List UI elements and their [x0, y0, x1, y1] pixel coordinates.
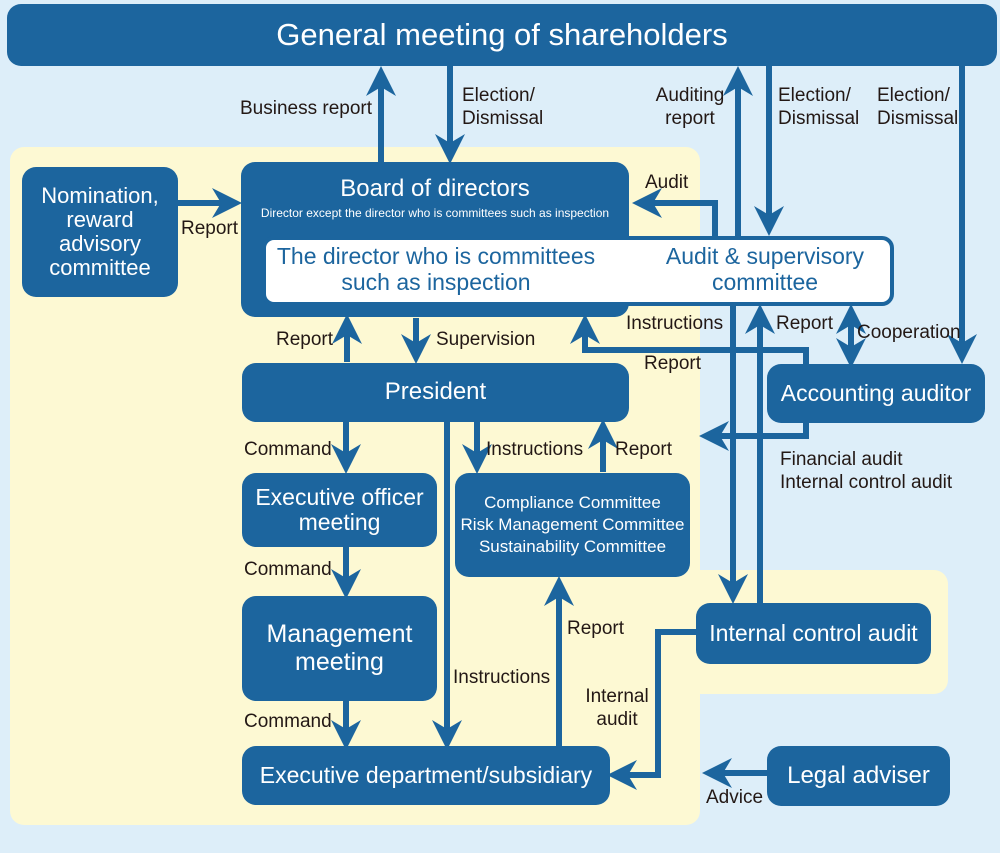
nomination-line-4: committee [49, 255, 151, 281]
label-internal-audit-1: Internal [585, 686, 649, 707]
president-label: President [384, 378, 487, 406]
nomination-line-1: Nomination, [41, 182, 159, 208]
label-auditing-report: Auditing report [650, 85, 730, 131]
label-report-exec: Report [567, 618, 625, 639]
label-election-audit-2: Dismissal [778, 107, 860, 129]
label-instructions-exec: Instructions [453, 667, 551, 688]
label-internal-audit: Internal audit [582, 686, 652, 732]
executive-department-box: Executive department/subsidiary [242, 746, 610, 805]
label-financial-audit-1: Financial audit [780, 449, 903, 470]
management-meeting-box: Management meeting [242, 596, 437, 701]
label-report-accounting: Report [644, 353, 702, 374]
label-instructions-ica: Instructions [626, 313, 724, 334]
nomination-line-2: reward [66, 206, 134, 232]
shareholders-box: General meeting of shareholders [7, 4, 997, 66]
label-election-board-2: Dismissal [462, 107, 544, 129]
label-election-accounting-1: Election/ [877, 85, 950, 106]
label-auditing-1: Auditing [655, 85, 725, 106]
label-election-accounting: Election/ Dismissal [877, 85, 958, 131]
label-nomination-report: Report [181, 218, 239, 239]
audit-committee-line-1: Audit & supervisory [665, 243, 865, 269]
exec-officer-line-1: Executive officer [255, 483, 424, 510]
exec-dept-label: Executive department/subsidiary [259, 761, 593, 788]
label-auditing-2: report [665, 107, 715, 129]
board-title: Board of directors [340, 175, 530, 202]
compliance-committee: Compliance Committee [484, 492, 661, 512]
management-line-1: Management [266, 620, 413, 648]
label-election-audit-1: Election/ [778, 85, 851, 106]
shareholders-label: General meeting of shareholders [276, 16, 728, 52]
label-cooperation: Cooperation [857, 322, 961, 343]
legal-adviser-label: Legal adviser [787, 761, 930, 789]
nomination-committee-box: Nomination, reward advisory committee [22, 167, 178, 297]
sustainability-committee: Sustainability Committee [478, 537, 667, 557]
internal-control-label: Internal control audit [709, 619, 918, 646]
president-box: President [242, 363, 629, 422]
internal-control-audit-box: Internal control audit [696, 603, 931, 664]
label-report-ica: Report [776, 313, 834, 334]
label-election-board-1: Election/ [462, 85, 535, 106]
label-command-1: Command [244, 439, 332, 460]
label-election-board: Election/ Dismissal [462, 85, 543, 131]
exec-officer-line-2: meeting [298, 509, 381, 535]
inspection-line-2: such as inspection [341, 269, 531, 296]
committees-box: Compliance Committee Risk Management Com… [455, 473, 690, 577]
management-line-2: meeting [295, 647, 384, 676]
label-instructions-president: Instructions [486, 439, 584, 460]
label-advice: Advice [706, 787, 764, 808]
inspection-directors-label: The director who is committees such as i… [266, 243, 606, 296]
label-business-report: Business report [240, 98, 373, 119]
label-financial-audit: Financial audit Internal control audit [780, 449, 952, 495]
label-report-committees: Report [615, 439, 673, 460]
label-election-audit: Election/ Dismissal [778, 85, 859, 131]
label-command-2: Command [244, 559, 332, 580]
inspection-line-1: The director who is committees [276, 243, 596, 269]
label-supervision: Supervision [436, 329, 536, 350]
board-subtitle: Director except the director who is comm… [260, 206, 610, 221]
risk-management-committee: Risk Management Committee [460, 514, 685, 534]
legal-adviser-box: Legal adviser [767, 746, 950, 806]
audit-supervisory-container [262, 236, 894, 306]
label-command-3: Command [244, 711, 332, 732]
nomination-line-3: advisory [59, 231, 141, 256]
executive-officer-meeting-box: Executive officer meeting [242, 473, 437, 547]
label-internal-audit-2: audit [596, 708, 638, 730]
accounting-auditor-box: Accounting auditor [767, 364, 985, 423]
accounting-auditor-label: Accounting auditor [780, 379, 972, 406]
label-report-president: Report [276, 329, 334, 350]
label-election-accounting-2: Dismissal [877, 107, 959, 129]
label-audit: Audit [645, 172, 689, 193]
audit-committee-line-2: committee [711, 269, 819, 296]
label-financial-audit-2: Internal control audit [780, 471, 953, 493]
audit-committee-label: Audit & supervisory committee [650, 243, 880, 296]
